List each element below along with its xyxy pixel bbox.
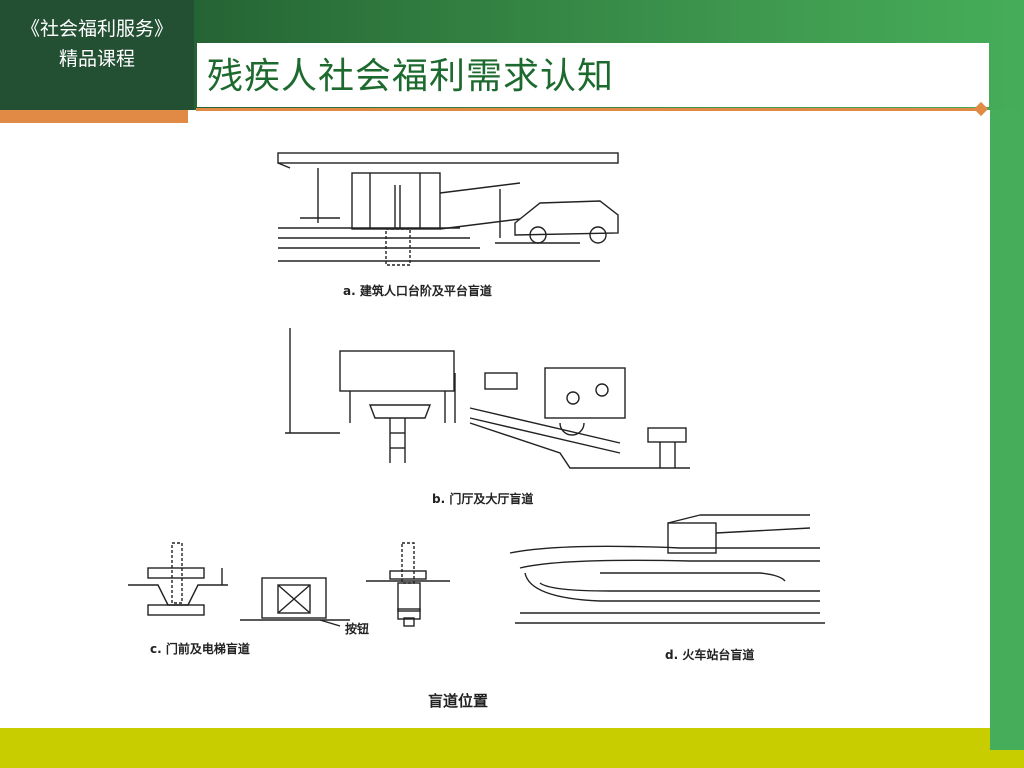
- footer-corner: [990, 728, 1024, 750]
- caption-d: d. 火车站台盲道: [665, 648, 755, 662]
- course-badge: [0, 0, 194, 110]
- slide-content: [0, 123, 990, 728]
- course-name: 《社会福利服务》 精品课程: [0, 14, 194, 74]
- title-box: [197, 43, 989, 107]
- caption-c: c. 门前及电梯盲道: [150, 642, 250, 656]
- button-label: 按钮: [345, 622, 370, 636]
- title-underline: [196, 108, 980, 111]
- right-green-bar: [990, 110, 1024, 750]
- drawing-b-lobby: [285, 328, 690, 469]
- slide-title: 残疾人社会福利需求认知: [207, 56, 615, 97]
- course-name-line2: 精品课程: [58, 48, 135, 70]
- drawing-a-entrance: [277, 152, 619, 266]
- blind-path-figure: [128, 152, 825, 627]
- caption-b: b. 门厅及大厅盲道: [432, 492, 534, 506]
- course-name-line1: 《社会福利服务》: [20, 18, 173, 40]
- caption-a: a. 建筑人口台阶及平台盲道: [343, 284, 492, 298]
- drawing-d-platform: [509, 514, 825, 624]
- figure-title: 盲道位置: [428, 692, 489, 710]
- drawing-c-door-elevator: [128, 542, 450, 627]
- footer-band: [0, 728, 1024, 768]
- orange-accent: [0, 110, 188, 123]
